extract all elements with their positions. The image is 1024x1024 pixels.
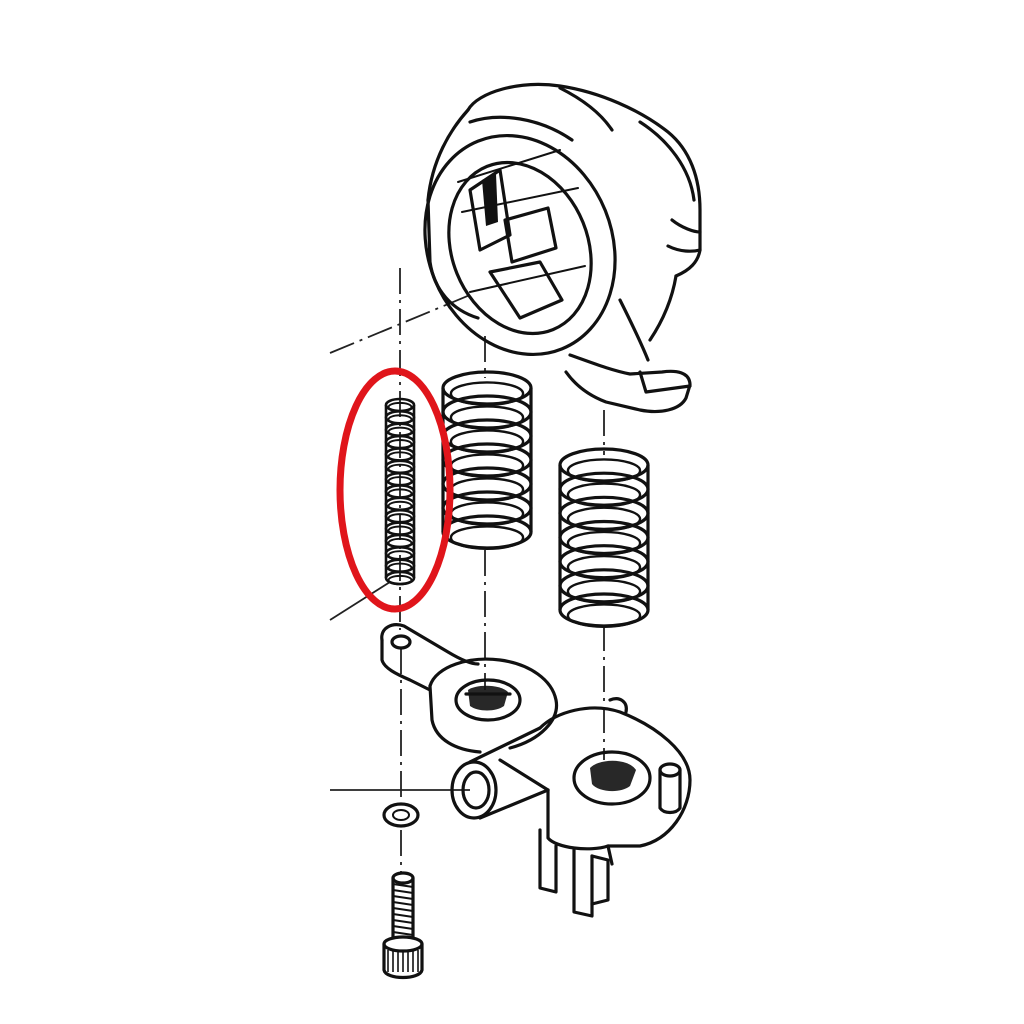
spring-coil-inner [566, 506, 642, 532]
guide-lines [329, 268, 605, 872]
coil-spring-icon [558, 447, 650, 628]
screw-thread [392, 901, 414, 906]
screw-thread [392, 895, 414, 900]
spring-coil-inner [449, 525, 525, 550]
spring-coil-inner [449, 501, 525, 526]
screw-thread [392, 925, 414, 930]
spring-coil-inner [449, 405, 525, 430]
screw-thread [392, 931, 414, 936]
coil-spring-icon [441, 370, 533, 550]
spring-coil-inner [566, 579, 642, 604]
spring-coil-inner [566, 482, 642, 508]
screw-thread [392, 907, 414, 912]
spring-coil-inner [449, 477, 525, 502]
screw-thread [392, 883, 414, 888]
screw-thread [392, 919, 414, 924]
spring-coil-inner [449, 429, 525, 454]
spring-coil-inner [566, 554, 642, 580]
housing-icon [423, 82, 702, 414]
spring-coil-inner [566, 530, 642, 556]
small-spring-icon [384, 397, 416, 586]
screw-thread [392, 913, 414, 918]
spring-coil-inner [566, 603, 642, 628]
highlight-ellipse [336, 367, 454, 613]
bracket-icon [380, 623, 692, 918]
spring-coil-inner [387, 574, 413, 586]
spring-coil-inner [449, 381, 525, 406]
screw-thread [392, 889, 414, 894]
spring-coil-inner [449, 453, 525, 478]
spring-coil-inner [566, 458, 642, 483]
washer-icon [382, 802, 420, 828]
screw-icon [382, 871, 424, 980]
spring-diagonal-line [329, 581, 391, 621]
